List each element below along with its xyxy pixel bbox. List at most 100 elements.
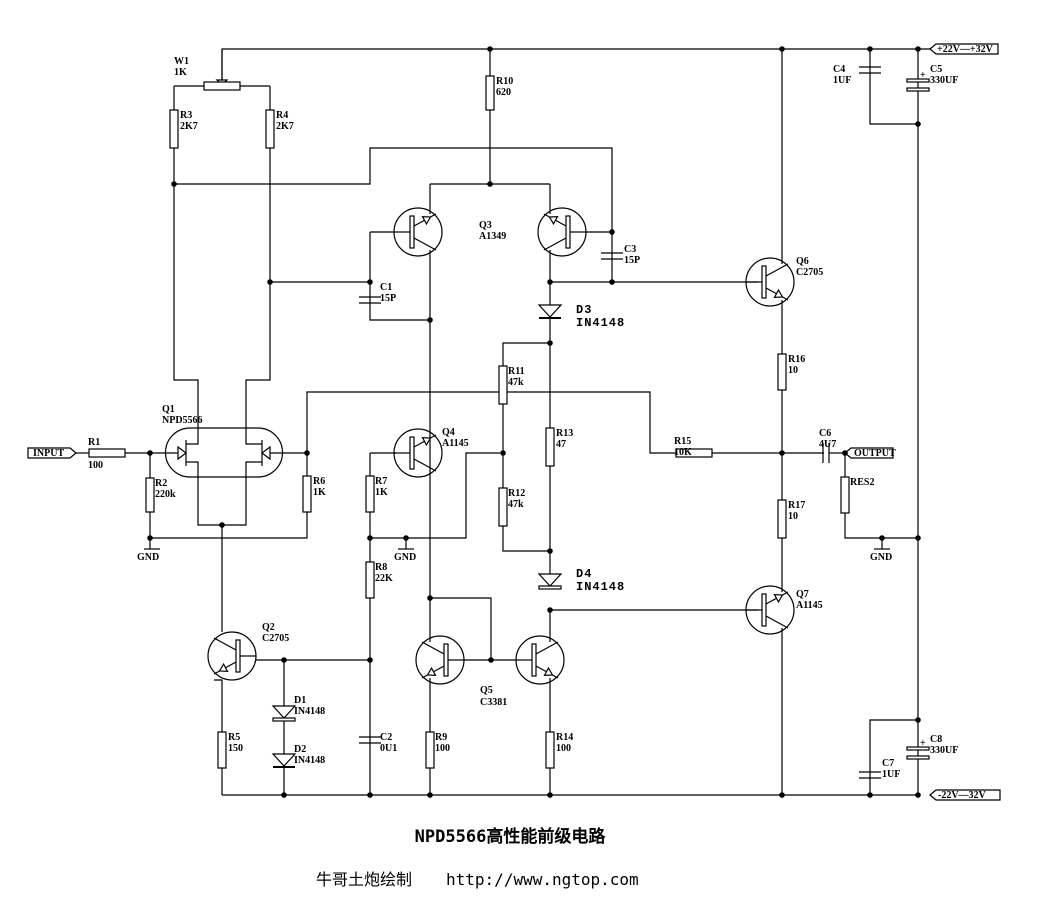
junction-dot bbox=[488, 657, 494, 663]
resistor-R5 bbox=[217, 731, 227, 769]
resistor-R8-value: 22K bbox=[375, 573, 393, 584]
parts: ++ bbox=[27, 43, 1001, 801]
resistor-R6 bbox=[302, 475, 312, 513]
junction-dot bbox=[487, 46, 493, 52]
junction-dot bbox=[427, 595, 433, 601]
resistor-R10-ref: R10 bbox=[496, 76, 513, 87]
capacitor-C4-value: 1UF bbox=[833, 75, 851, 86]
wire bbox=[186, 461, 262, 526]
jfet-Q1-value: NPD5566 bbox=[162, 415, 203, 426]
resistor-R15-ref: R15 bbox=[674, 436, 691, 447]
diode-D4 bbox=[537, 573, 563, 590]
transistor-Q5b bbox=[515, 635, 565, 685]
resistor-R13 bbox=[545, 427, 555, 467]
capacitor-C1 bbox=[359, 296, 381, 304]
emitter-arrow-icon bbox=[426, 666, 437, 676]
capacitor-C5: + bbox=[906, 70, 930, 92]
capacitor-C2-ref: C2 bbox=[380, 732, 392, 743]
junction-dot bbox=[427, 317, 433, 323]
transistor-Q5a bbox=[415, 635, 465, 685]
junctions bbox=[147, 46, 921, 798]
resistor-R17-value: 10 bbox=[788, 511, 798, 522]
resistor-R2-value: 220k bbox=[155, 489, 176, 500]
junction-dot bbox=[547, 548, 553, 554]
vpos-port bbox=[929, 43, 999, 55]
vpos-port-label: +22V—+32V bbox=[937, 44, 994, 55]
junction-dot bbox=[547, 607, 553, 613]
capacitor-C8-value: 330UF bbox=[930, 745, 958, 756]
diode-triangle bbox=[271, 753, 297, 767]
capacitor-C2-value: 0U1 bbox=[380, 743, 397, 754]
wire bbox=[173, 86, 199, 430]
transistor-Q4-ref: Q4 bbox=[442, 427, 455, 438]
wire bbox=[844, 453, 918, 539]
junction-dot bbox=[367, 792, 373, 798]
emitter-arrow-icon bbox=[421, 216, 432, 226]
diode-triangle bbox=[537, 573, 563, 587]
resistor-R5-value: 150 bbox=[228, 743, 243, 754]
transistor-base-bar bbox=[531, 643, 537, 677]
capacitor-C8: + bbox=[906, 738, 930, 760]
emitter-arrow-icon bbox=[421, 437, 432, 447]
junction-dot bbox=[842, 450, 848, 456]
junction-dot bbox=[915, 535, 921, 541]
diode-D1 bbox=[271, 705, 297, 722]
junction-dot bbox=[487, 181, 493, 187]
diode-D4-value: IN4148 bbox=[576, 580, 625, 594]
transistor-Q2-ref: Q2 bbox=[262, 622, 275, 633]
port-shape bbox=[929, 43, 999, 55]
junction-dot bbox=[427, 792, 433, 798]
resistor-R4-value: 2K7 bbox=[276, 121, 294, 132]
diode-D2-value: IN4148 bbox=[294, 755, 325, 766]
resistor-R6-ref: R6 bbox=[313, 476, 325, 487]
junction-dot bbox=[879, 535, 885, 541]
diode-D1-ref: D1 bbox=[294, 695, 306, 706]
capacitor-C2 bbox=[359, 736, 381, 744]
junction-dot bbox=[915, 717, 921, 723]
resistor-R1-ref: R1 bbox=[88, 437, 100, 448]
transistor-Q2-value: C2705 bbox=[262, 633, 289, 644]
website-url: http://www.ngtop.com bbox=[446, 870, 639, 889]
junction-dot bbox=[267, 279, 273, 285]
transistor-base-bar bbox=[761, 593, 767, 627]
potentiometer-W1-ref: W1 bbox=[174, 56, 189, 67]
resistor-R2 bbox=[145, 477, 155, 513]
port-shape bbox=[844, 447, 894, 459]
resistor-R1-value: 100 bbox=[88, 460, 103, 471]
port-shape bbox=[27, 447, 77, 459]
emitter-arrow-icon bbox=[773, 594, 784, 604]
page-title: NPD5566高性能前级电路 bbox=[414, 827, 606, 847]
transistor-Q7-ref: Q7 bbox=[796, 589, 809, 600]
gnd-label: GND bbox=[870, 552, 892, 563]
emitter-arrow-icon bbox=[543, 666, 554, 676]
junction-dot bbox=[779, 792, 785, 798]
junction-dot bbox=[500, 450, 506, 456]
lead-top bbox=[213, 637, 237, 651]
capacitor-C6-ref: C6 bbox=[819, 428, 831, 439]
resistor-R13-value: 47 bbox=[556, 439, 566, 450]
junction-dot bbox=[547, 792, 553, 798]
resistor-R8-ref: R8 bbox=[375, 562, 387, 573]
diode-D3 bbox=[537, 304, 563, 319]
lead-bottom bbox=[413, 458, 437, 472]
capacitor-C7-value: 1UF bbox=[882, 769, 900, 780]
capacitor-C5-ref: C5 bbox=[930, 64, 942, 75]
capacitor-C1-value: 15P bbox=[380, 293, 396, 304]
resistor-R16 bbox=[777, 353, 787, 391]
input-port-label: INPUT bbox=[33, 448, 64, 459]
cap-plate bbox=[906, 755, 930, 760]
resistor-R16-ref: R16 bbox=[788, 354, 805, 365]
junction-dot bbox=[171, 181, 177, 187]
diode-bar bbox=[273, 766, 295, 768]
capacitor-C1-ref: C1 bbox=[380, 282, 392, 293]
transistor-Q3b bbox=[537, 207, 587, 257]
lead-top bbox=[765, 263, 789, 277]
junction-dot bbox=[304, 450, 310, 456]
capacitor-C4-ref: C4 bbox=[833, 64, 845, 75]
resistor-R9-ref: R9 bbox=[435, 732, 447, 743]
junction-dot bbox=[609, 229, 615, 235]
vneg-port-label: -22V—32V bbox=[938, 790, 987, 801]
junction-dot bbox=[547, 340, 553, 346]
transistor-Q4-value: A1145 bbox=[442, 438, 469, 449]
capacitor-C6 bbox=[822, 443, 830, 463]
